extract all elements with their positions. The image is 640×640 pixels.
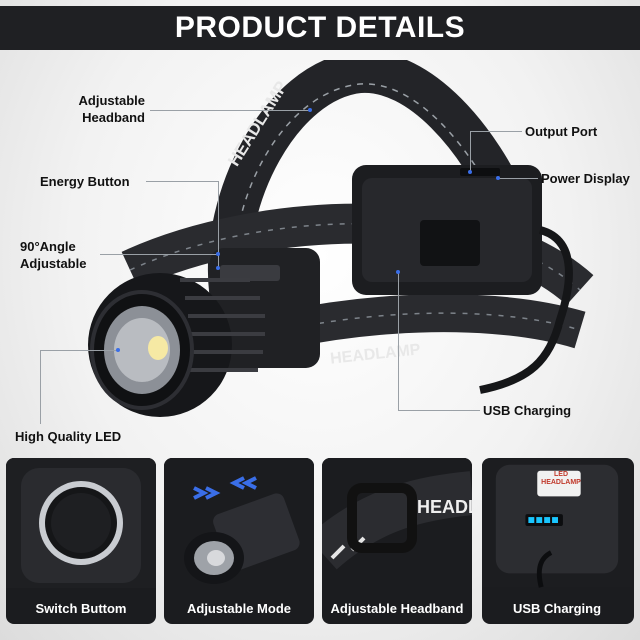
- leader-dot: [396, 270, 400, 274]
- callout-high-quality-led: High Quality LED: [15, 429, 122, 444]
- callout-adjustable-headband: Adjustable Headband: [78, 93, 145, 125]
- leader-led-v: [40, 350, 41, 424]
- feature-card-headband: HEADLAM Adjustable Headband: [322, 458, 472, 624]
- feature-card-usb: LED HEADLAMP USB Charging: [482, 458, 634, 624]
- callout-angle-adjustable: 90°Angle Adjustable: [20, 239, 87, 271]
- leader-dot: [496, 176, 500, 180]
- leader-output-port: [470, 131, 522, 132]
- feature-caption: Switch Buttom: [35, 601, 127, 616]
- callout-power-display: Power Display: [541, 171, 630, 186]
- usb-charging-image: [482, 458, 632, 588]
- feature-caption: Adjustable Headband: [330, 601, 464, 616]
- leader-power-display: [498, 178, 538, 179]
- feature-caption: Adjustable Mode: [186, 601, 291, 616]
- callout-usb-charging: USB Charging: [483, 403, 572, 418]
- feature-card-mode: Adjustable Mode: [164, 458, 314, 624]
- leader-energy: [146, 181, 218, 182]
- usb-panel-led-label: LED HEADLAMP: [541, 471, 581, 486]
- leader-energy-v: [218, 181, 219, 267]
- feature-caption: USB Charging: [512, 601, 602, 616]
- leader-dot: [308, 108, 312, 112]
- feature-card-switch: Switch Buttom: [6, 458, 156, 624]
- callout-output-port: Output Port: [525, 124, 598, 139]
- adjustable-mode-image: [164, 458, 314, 588]
- headband-image: HEADLAM: [322, 458, 472, 588]
- leader-led-h: [40, 350, 118, 351]
- switch-button-image: [6, 458, 156, 588]
- leader-angle: [100, 254, 218, 255]
- leader-usb-h: [398, 410, 480, 411]
- callout-energy-button: Energy Button: [40, 174, 130, 189]
- leader-headband: [150, 110, 310, 111]
- headlamp-product-image: [88, 60, 594, 417]
- page-title: PRODUCT DETAILS: [0, 6, 640, 50]
- leader-dot: [468, 170, 472, 174]
- leader-usb: [398, 272, 399, 410]
- leader-dot: [216, 252, 220, 256]
- leader-dot: [216, 266, 220, 270]
- leader-dot: [116, 348, 120, 352]
- svg-text:HEADLAM: HEADLAM: [417, 497, 472, 517]
- leader-output-port-v: [470, 131, 471, 171]
